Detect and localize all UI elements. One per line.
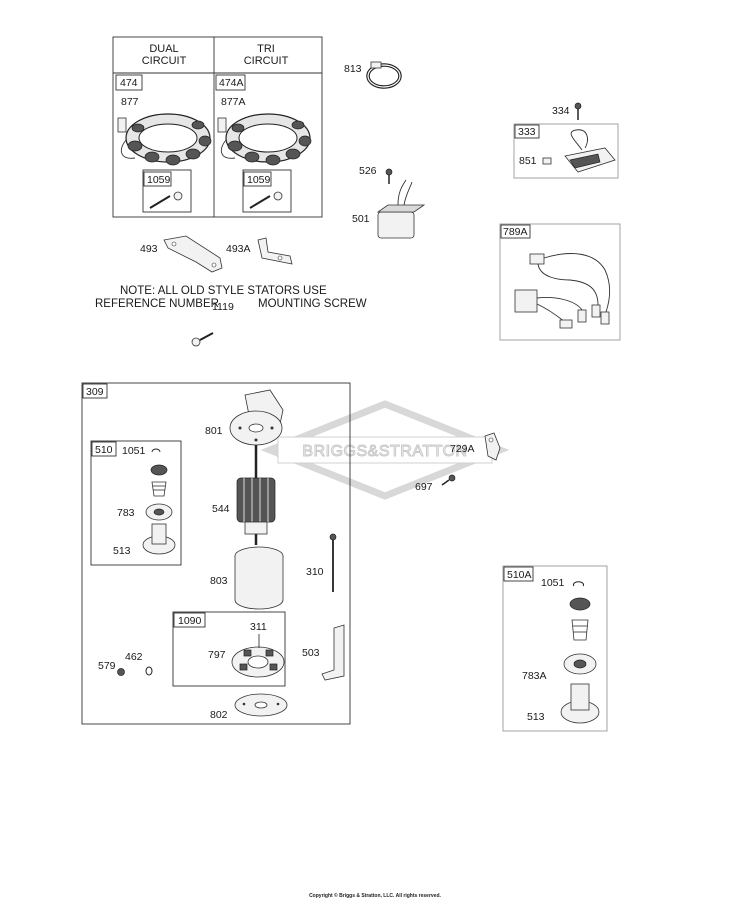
brush-holder-797-part xyxy=(231,634,285,678)
ref-493a: 493A xyxy=(226,243,251,255)
screw-334-part xyxy=(574,102,582,120)
screw-526-part xyxy=(385,168,393,184)
strap-503-part xyxy=(321,624,345,681)
watermark-text: BRIGGS&STRATTON xyxy=(302,443,467,460)
bracket-493-part xyxy=(163,235,223,273)
ref-783a: 783A xyxy=(522,670,547,682)
ignition-armature-333-part xyxy=(542,129,616,173)
ref-309: 309 xyxy=(86,386,104,398)
ref-783: 783 xyxy=(117,507,135,519)
ref-310: 310 xyxy=(306,566,324,578)
nut-579-part xyxy=(117,668,125,676)
drive-kit-510a-part xyxy=(560,581,600,724)
ref-513-510a: 513 xyxy=(527,711,545,723)
ref-801: 801 xyxy=(205,425,223,437)
ref-802: 802 xyxy=(210,709,228,721)
ref-462: 462 xyxy=(125,651,143,663)
ref-474a: 474A xyxy=(219,77,244,89)
ref-334: 334 xyxy=(552,105,570,117)
bracket-493a-part xyxy=(257,237,293,265)
wire-harness-789a-part xyxy=(514,253,611,329)
ref-729a: 729A xyxy=(450,443,475,455)
tri-circuit-header-2: CIRCUIT xyxy=(244,55,289,67)
ref-579: 579 xyxy=(98,660,116,672)
ref-544: 544 xyxy=(212,503,230,515)
stator-dual-circuit-part xyxy=(117,113,212,166)
screw-1059-tri xyxy=(249,191,283,209)
ref-851: 851 xyxy=(519,155,537,167)
housing-803-part xyxy=(234,546,284,610)
ref-510a: 510A xyxy=(507,569,532,581)
screw-1059-dual xyxy=(149,191,183,209)
ref-333: 333 xyxy=(518,126,536,138)
ref-510: 510 xyxy=(95,444,113,456)
washer-462-part xyxy=(145,666,153,676)
ref-474: 474 xyxy=(120,77,138,89)
ref-513: 513 xyxy=(113,545,131,557)
rectifier-501-part xyxy=(376,179,426,239)
note-line-2-left: REFERENCE NUMBER xyxy=(95,298,219,310)
clamp-813-part xyxy=(366,61,402,89)
watermark-logo: BRIGGS&STRATTON xyxy=(260,400,510,500)
armature-544-part xyxy=(236,445,276,545)
note-line-1: NOTE: ALL OLD STYLE STATORS USE xyxy=(120,285,327,297)
copyright-text: Copyright © Briggs & Stratton, LLC. All … xyxy=(309,892,441,899)
ref-1059-dual: 1059 xyxy=(147,174,171,186)
screw-1119-part xyxy=(191,332,214,347)
tri-circuit-header-1: TRI xyxy=(257,43,275,55)
end-cap-801-part xyxy=(229,389,284,446)
ref-1059-tri: 1059 xyxy=(247,174,271,186)
ref-493: 493 xyxy=(140,243,158,255)
ref-311: 311 xyxy=(250,621,267,633)
ref-501: 501 xyxy=(352,213,370,225)
dual-circuit-header-1: DUAL xyxy=(149,43,178,55)
ref-803: 803 xyxy=(210,575,228,587)
ref-877a: 877A xyxy=(221,96,246,108)
ref-877: 877 xyxy=(121,96,139,108)
dual-circuit-header-2: CIRCUIT xyxy=(142,55,187,67)
ref-526: 526 xyxy=(359,165,377,177)
ref-697: 697 xyxy=(415,481,433,493)
end-plate-802-part xyxy=(234,693,288,717)
ref-797: 797 xyxy=(208,649,226,661)
ref-1119: 1119 xyxy=(212,301,234,313)
drive-kit-510-part xyxy=(142,448,176,555)
stator-table: DUAL CIRCUIT TRI CIRCUIT 474 877 474A 87… xyxy=(112,36,323,218)
ref-789a: 789A xyxy=(503,226,528,238)
ref-503: 503 xyxy=(302,647,320,659)
ref-1051: 1051 xyxy=(122,445,146,457)
screw-697-part xyxy=(441,474,456,486)
note-line-2-right: MOUNTING SCREW xyxy=(258,298,367,310)
bracket-729a-part xyxy=(484,432,501,461)
bolt-310-part xyxy=(329,533,337,592)
ref-1051-510a: 1051 xyxy=(541,577,565,589)
stator-tri-circuit-part xyxy=(217,113,312,166)
ref-1090: 1090 xyxy=(178,615,202,627)
ref-813: 813 xyxy=(344,63,362,75)
